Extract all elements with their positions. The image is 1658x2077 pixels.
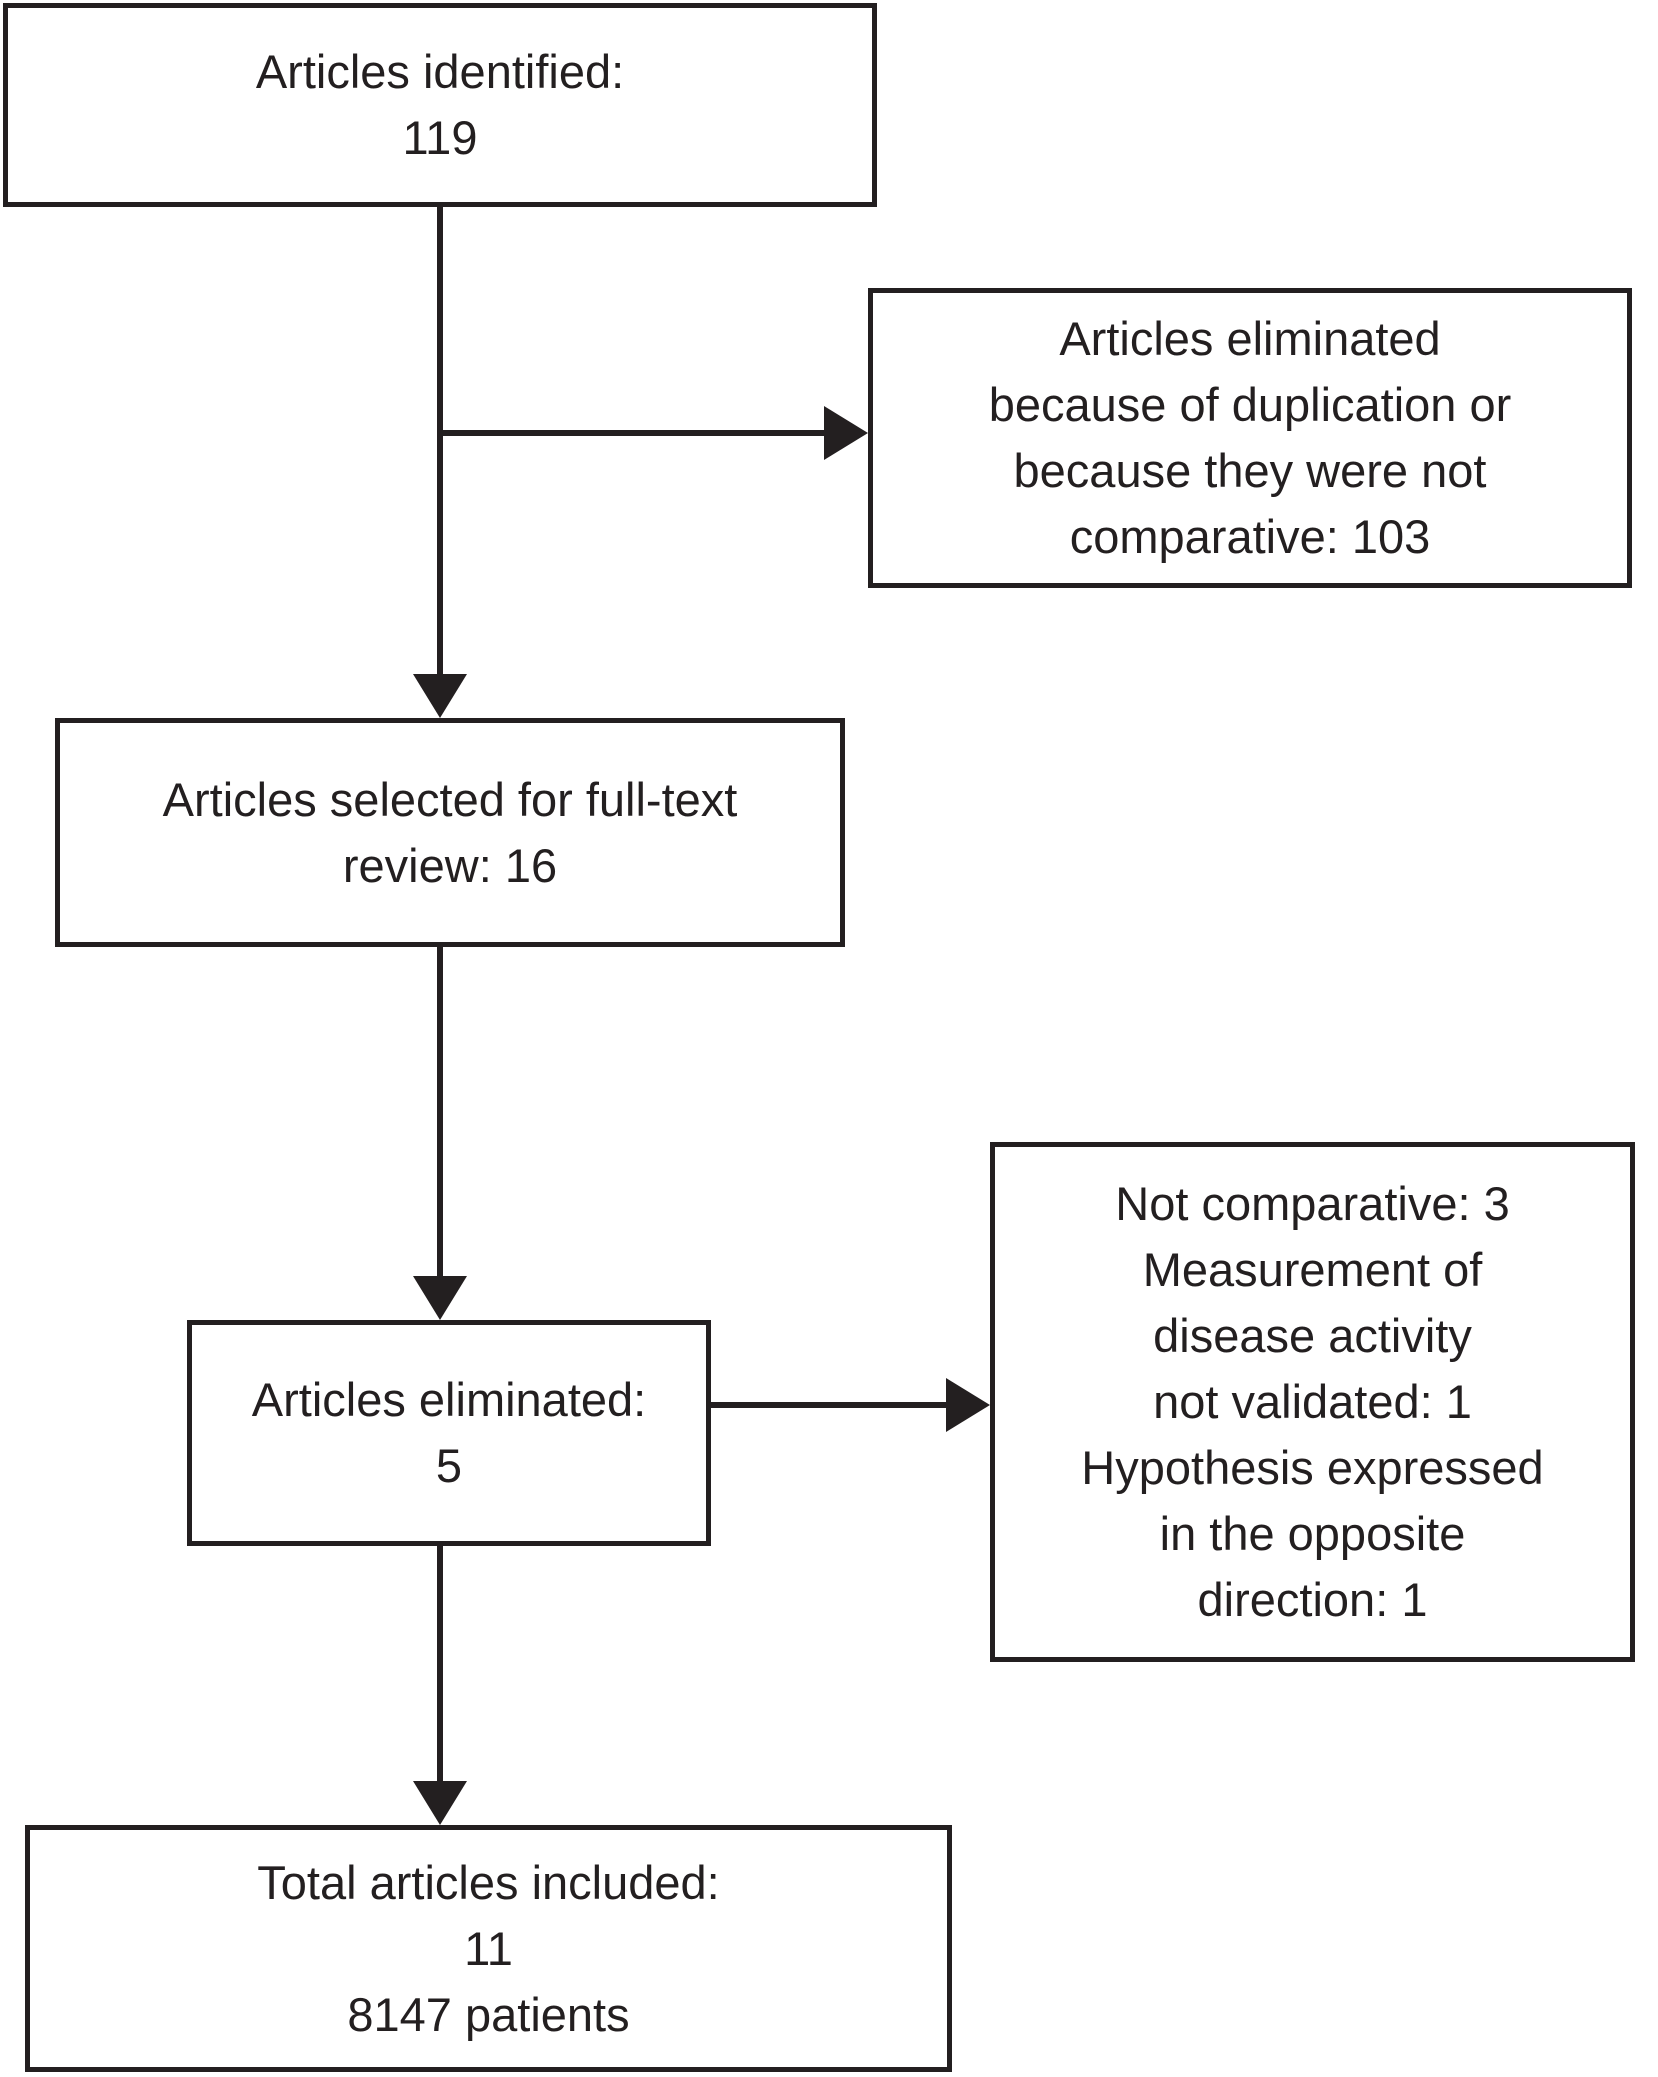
- box-elimination-reasons-line: Not comparative: 3: [1115, 1177, 1510, 1230]
- box-fulltext-review: Articles selected for full-text review: …: [55, 718, 845, 947]
- box-total-included-patients: 8147 patients: [347, 1987, 630, 2041]
- box-articles-eliminated-fulltext-count: 5: [435, 1439, 463, 1492]
- box-articles-eliminated-duplicates-line: Articles eliminated: [1059, 312, 1441, 365]
- box-total-included-count: 11: [464, 1921, 513, 1975]
- box-total-included: Total articles included: 11 8147 patient…: [25, 1825, 952, 2072]
- box-articles-eliminated-duplicates-line: comparative: 103: [1069, 510, 1431, 563]
- box-fulltext-review-line: review: 16: [342, 838, 558, 892]
- arrowhead-down-fulltext-icon: [413, 674, 467, 718]
- box-articles-identified: Articles identified: 119: [3, 3, 877, 207]
- arrowhead-right-eliminated-duplicates-icon: [824, 406, 868, 460]
- box-elimination-reasons: Not comparative: 3 Measurement of diseas…: [990, 1142, 1635, 1662]
- arrowhead-down-eliminated-icon: [413, 1276, 467, 1320]
- box-articles-eliminated-fulltext-line: Articles eliminated:: [251, 1373, 647, 1426]
- box-articles-identified-line: Articles identified:: [255, 45, 625, 98]
- connector-eliminated-to-included: [437, 1546, 443, 1781]
- box-elimination-reasons-line: Hypothesis expressed: [1081, 1441, 1544, 1494]
- connector-branch-to-eliminated-duplicates: [440, 430, 824, 436]
- box-elimination-reasons-line: disease activity: [1153, 1309, 1472, 1362]
- connector-identified-to-fulltext: [437, 207, 443, 674]
- box-elimination-reasons-line: not validated: 1: [1153, 1375, 1472, 1428]
- box-elimination-reasons-line: in the opposite: [1159, 1507, 1466, 1560]
- box-articles-identified-count: 119: [402, 111, 478, 164]
- box-articles-eliminated-duplicates-line: because of duplication or: [988, 378, 1512, 431]
- box-articles-eliminated-fulltext: Articles eliminated: 5: [187, 1320, 711, 1546]
- box-fulltext-review-line: Articles selected for full-text: [162, 772, 738, 826]
- box-articles-eliminated-duplicates-line: because they were not: [1013, 444, 1487, 497]
- connector-fulltext-to-eliminated: [437, 947, 443, 1276]
- box-elimination-reasons-line: direction: 1: [1197, 1573, 1428, 1626]
- box-total-included-line: Total articles included:: [257, 1855, 720, 1909]
- box-elimination-reasons-line: Measurement of: [1142, 1243, 1483, 1296]
- arrowhead-down-included-icon: [413, 1781, 467, 1825]
- arrowhead-right-reasons-icon: [946, 1378, 990, 1432]
- box-articles-eliminated-duplicates: Articles eliminated because of duplicati…: [868, 288, 1632, 588]
- connector-eliminated-to-reasons: [711, 1402, 946, 1408]
